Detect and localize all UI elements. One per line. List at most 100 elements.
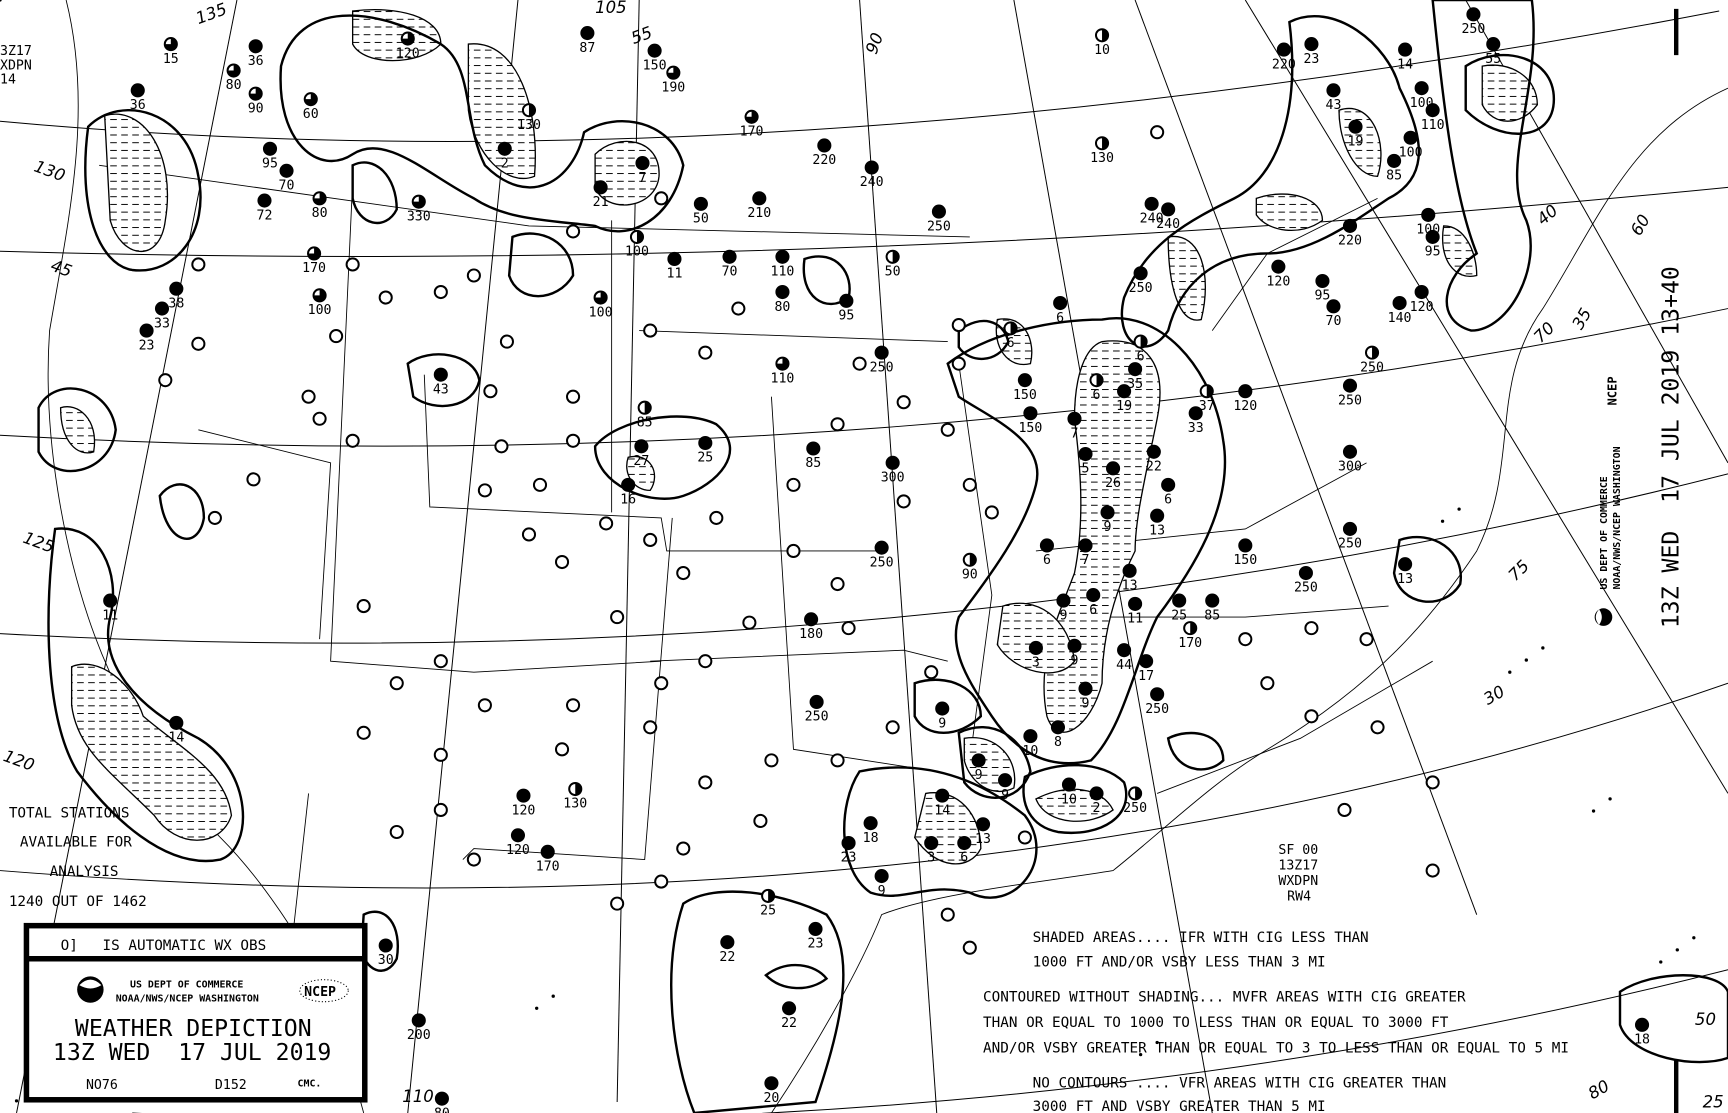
station-marker [896, 395, 911, 410]
station-marker [666, 65, 681, 80]
station-marker [753, 813, 768, 829]
station-value: 33 [154, 316, 170, 331]
station-marker [998, 773, 1013, 788]
station-marker [378, 938, 393, 953]
station-marker [1199, 384, 1214, 399]
product-id: SF 00 13Z17 WXDPN RW4 [1278, 843, 1318, 904]
station-value: 80 [312, 206, 328, 221]
station-value: 26 [1105, 476, 1121, 491]
station-marker [1094, 136, 1110, 151]
station-value: 150 [1013, 388, 1037, 403]
station-value: 220 [812, 153, 836, 168]
station-marker [1161, 477, 1176, 492]
station-marker [1183, 621, 1198, 636]
station-value: 95 [262, 157, 278, 172]
station-marker [629, 229, 645, 244]
station-marker [839, 293, 854, 308]
station-value: 170 [740, 125, 764, 140]
station-value: 85 [1204, 608, 1220, 623]
grid-label: 105 [595, 0, 627, 17]
station-marker [654, 191, 669, 206]
station-value: 130 [1090, 151, 1114, 166]
station-marker [1089, 373, 1104, 388]
station-value: 21 [593, 195, 609, 210]
station-marker [654, 874, 669, 889]
station-value: 11 [1127, 612, 1143, 627]
station-value: 210 [747, 206, 771, 221]
station-marker [1342, 218, 1358, 233]
grid-label: 130 [32, 157, 68, 186]
station-marker [830, 417, 845, 432]
station-value: 110 [1421, 118, 1445, 133]
station-value: 180 [799, 627, 823, 642]
grid-label: 60 [1627, 211, 1654, 239]
station-marker [279, 163, 294, 178]
station-marker [1094, 28, 1110, 43]
grid-label: 55 [629, 23, 655, 48]
station-value: 8 [1054, 735, 1062, 750]
station-marker [885, 249, 900, 264]
station-marker [782, 1001, 797, 1016]
station-value: 38 [168, 296, 184, 311]
station-marker [1061, 777, 1077, 792]
station-marker [554, 554, 570, 570]
grid-dot [551, 994, 555, 998]
grid-label: 80 [1585, 1076, 1613, 1103]
station-marker [610, 610, 625, 625]
grid-label: 125 [21, 528, 57, 557]
station-value: 87 [579, 41, 595, 56]
station-marker [643, 532, 658, 548]
station-marker [593, 290, 608, 305]
station-marker [257, 193, 272, 208]
grid-label: 135 [193, 0, 229, 28]
station-marker [676, 565, 691, 581]
station-value: 140 [1388, 311, 1412, 326]
station-marker [1205, 593, 1220, 608]
station-value: 36 [130, 98, 146, 113]
station-marker [566, 433, 581, 448]
station-marker [885, 720, 900, 735]
automatic-obs-legend: IS AUTOMATIC WX OBS [102, 938, 266, 954]
station-value: 10 [1022, 744, 1038, 759]
side-title-block: 13Z WED 17 JUL 2019 13+40 US DEPT OF COM… [1594, 266, 1684, 628]
station-marker [466, 852, 481, 867]
station-marker [841, 621, 856, 636]
station-value: 220 [1272, 57, 1296, 72]
station-marker [566, 698, 581, 713]
station-marker [1056, 593, 1071, 608]
title-box: O] IS AUTOMATIC WX OBS US DEPT OF COMMER… [23, 922, 368, 1103]
station-marker [1326, 83, 1341, 98]
explanation-line: CONTOURED WITHOUT SHADING... MVFR AREAS … [983, 990, 1466, 1006]
station-marker [226, 63, 241, 78]
station-marker [510, 828, 526, 843]
station-value: 20 [763, 1091, 779, 1106]
station-marker [1414, 81, 1429, 96]
station-marker [1128, 596, 1143, 611]
station-value: 11 [666, 267, 682, 282]
station-value: 100 [589, 305, 613, 320]
station-marker [1150, 508, 1165, 523]
station-value: 19 [1116, 399, 1132, 414]
station-value: 22 [719, 950, 735, 965]
station-marker [676, 841, 691, 856]
product-id-partial-line: 14 [0, 73, 16, 88]
station-value: 22 [781, 1016, 797, 1031]
station-marker [874, 540, 889, 555]
station-value: 250 [805, 710, 829, 725]
grid-dot [1155, 1040, 1159, 1045]
station-marker [962, 940, 977, 955]
station-value: 70 [1326, 314, 1342, 329]
explanation-line: NO CONTOURS .... VFR AREAS WITH CIG GREA… [1033, 1076, 1447, 1092]
station-value: 220 [1338, 234, 1362, 249]
station-value: 300 [881, 471, 905, 486]
grid-dot [1675, 948, 1679, 952]
grid-dot [535, 1006, 539, 1010]
station-marker [434, 1091, 449, 1106]
station-marker [1139, 654, 1154, 669]
station-marker [1188, 406, 1203, 421]
station-marker [433, 284, 448, 300]
station-value: 25 [760, 904, 776, 919]
station-value: 70 [722, 264, 738, 279]
total-stations-count: 1240 OUT OF 1462 [9, 894, 147, 910]
